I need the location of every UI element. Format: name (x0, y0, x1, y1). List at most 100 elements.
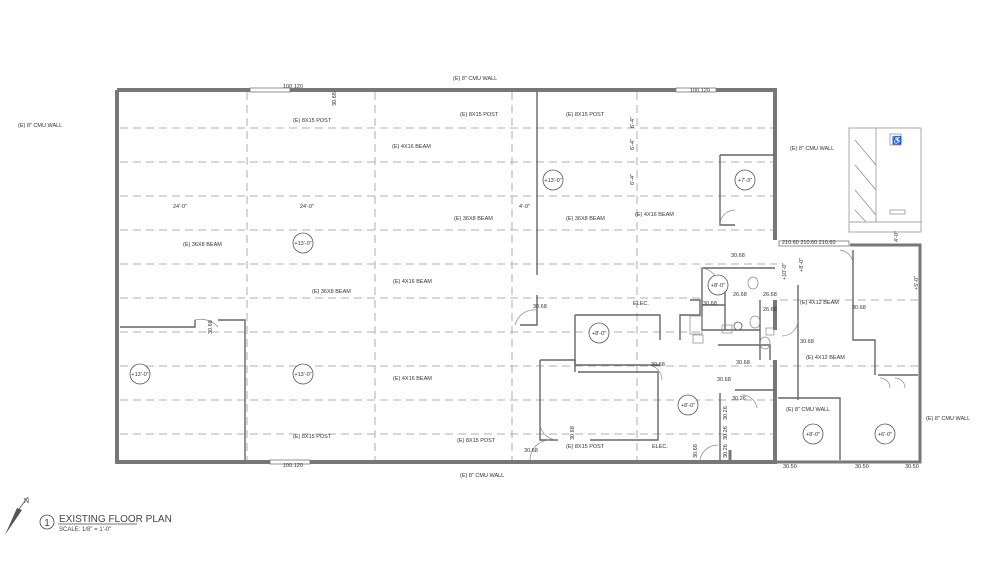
interior-partitions (120, 92, 918, 460)
window-bottom (269, 459, 311, 465)
north-arrow-icon: N (5, 496, 29, 535)
elevation-marker-label: +7'-3" (738, 178, 752, 184)
annotation-label: 30.50 (783, 464, 797, 470)
drawing-number: 1 (44, 518, 50, 529)
title-block: N 1 EXISTING FLOOR PLAN SCALE: 1/8" = 1'… (5, 496, 172, 535)
elevation-marker-label: +8'-0" (711, 283, 725, 289)
annotation-label: 26.68 (763, 307, 777, 313)
annotation-label: 30.26 (723, 406, 729, 420)
elevation-marker-label: +13'-0" (131, 372, 148, 378)
annotation-label: (E) 4X16 BEAM (393, 279, 432, 285)
annotation-label: (E) 8" CMU WALL (460, 473, 504, 479)
annotation-label: (E) 36X8 BEAM (312, 289, 351, 295)
annotation-label: (E) 8X15 POST (566, 444, 605, 450)
annotation-label: (E) 4X12 BEAM (806, 355, 845, 361)
annotation-label: (E) 4X12 BEAM (800, 300, 839, 306)
elevation-marker-label: +13'-0" (544, 178, 561, 184)
annotation-label: 24'-0" (300, 204, 314, 210)
annotation-label: (E) 4X16 BEAM (635, 212, 674, 218)
annotation-label: 4'-0" (519, 204, 530, 210)
annotation-label: 26.68 (733, 292, 747, 298)
elevation-markers: +13'-0" +7'-3" +13'-0" +8'-0" +8'-0" +13'-0" +… (129, 169, 896, 445)
annotation-label: 30.68 (524, 448, 538, 454)
water-heater-icon (733, 321, 743, 331)
annotation-label: ELEC. (633, 301, 649, 307)
elevation-marker-circle (677, 394, 699, 416)
annotation-label: 6'-4" (630, 139, 636, 150)
parking-stop (889, 209, 906, 215)
elevation-marker-label: +6'-0" (878, 432, 892, 438)
annotation-label: +5'-0" (914, 276, 920, 290)
drawing-title: EXISTING FLOOR PLAN (59, 514, 172, 525)
annotation-label: 30.68 (332, 92, 338, 106)
annotation-label: 100.120 (283, 463, 303, 469)
annotation-label: 30.68 (731, 253, 745, 259)
ramp-and-parking: ♿ (848, 127, 922, 233)
annotation-label: 6'-4" (630, 117, 636, 128)
window-top-left (249, 87, 291, 93)
annotation-label: 24'-0" (173, 204, 187, 210)
elevation-marker-circle (734, 169, 756, 191)
annotation-label: 30.68 (703, 301, 717, 307)
sink-icon (692, 334, 704, 344)
annotation-label: 30.68 (800, 339, 814, 345)
annotation-label: 30.26 (732, 396, 746, 402)
annotation-label: 30.26 (723, 444, 729, 458)
annotation-label: 6'-4" (630, 174, 636, 185)
annotation-label: ELEC. (652, 444, 668, 450)
annotation-label: (E) 36X8 BEAM (183, 242, 222, 248)
wheelchair-icon (889, 133, 902, 146)
annotation-label: 4'-0" (894, 231, 900, 242)
annotation-label: 30.26 (723, 426, 729, 440)
window-top-right (675, 87, 717, 93)
annotation-label: (E) 36X8 BEAM (454, 216, 493, 222)
annotation-label: (E) 8" CMU WALL (790, 146, 834, 152)
sink-icon (721, 324, 733, 334)
annotation-label: (E) 8" CMU WALL (453, 76, 497, 82)
annotation-label: 30.68 (852, 305, 866, 311)
elevation-marker-circle (588, 322, 610, 344)
elevation-marker-circle (129, 363, 151, 385)
annotation-label: 30.68 (208, 320, 214, 334)
annotation-label: 30.68 (693, 444, 699, 458)
toilet-icon (749, 315, 761, 329)
annotation-label: +8'-0" (799, 258, 805, 272)
elevation-marker-circle (292, 363, 314, 385)
doors (194, 209, 906, 461)
elevation-marker-label: +8'-0" (806, 432, 820, 438)
annotation-label: (E) 8" CMU WALL (786, 407, 830, 413)
annotation-label: 30.68 (736, 360, 750, 366)
annotation-label: 26.68 (763, 292, 777, 298)
elevation-marker-label: +13'-0" (294, 372, 311, 378)
annotation-label: (E) 8X15 POST (460, 112, 499, 118)
annotation-label: 30.68 (651, 362, 665, 368)
annotation-label: (E) 4X16 BEAM (392, 144, 431, 150)
sink-icon (765, 327, 775, 336)
elevation-marker-label: +8'-0" (592, 331, 606, 337)
annotation-labels: (E) 8" CMU WALL 100.120 100.120 30.68 (E) 8X… (18, 76, 970, 479)
elevation-marker-label: +13'-0" (294, 241, 311, 247)
annotation-label: 30.50 (855, 464, 869, 470)
window-annex (778, 240, 850, 247)
annotation-label: 100.120 (283, 84, 303, 90)
annotation-label: 30.68 (533, 304, 547, 310)
annotation-label: (E) 8X15 POST (457, 438, 496, 444)
beam-grid-lines (120, 92, 920, 460)
elevation-marker-circle (874, 423, 896, 445)
north-label: N (24, 498, 29, 505)
annotation-label: (E) 8" CMU WALL (926, 416, 970, 422)
service-sink-icon (689, 315, 703, 335)
elevation-marker-circle (292, 232, 314, 254)
drawing-scale: SCALE: 1/8" = 1'-0" (59, 527, 111, 533)
elevation-marker-circle (542, 169, 564, 191)
elevation-marker-label: +8'-0" (681, 403, 695, 409)
annotation-label: +10'-0" (782, 263, 788, 280)
annotation-label: 30.50 (905, 464, 919, 470)
exterior-walls (115, 87, 922, 465)
annotation-label: (E) 8" CMU WALL (18, 123, 62, 129)
annotation-label: (E) 8X15 POST (293, 434, 332, 440)
annotation-label: (E) 4X16 BEAM (393, 376, 432, 382)
elevation-marker-circle (802, 423, 824, 445)
annotation-label: (E) 8X15 POST (293, 118, 332, 124)
